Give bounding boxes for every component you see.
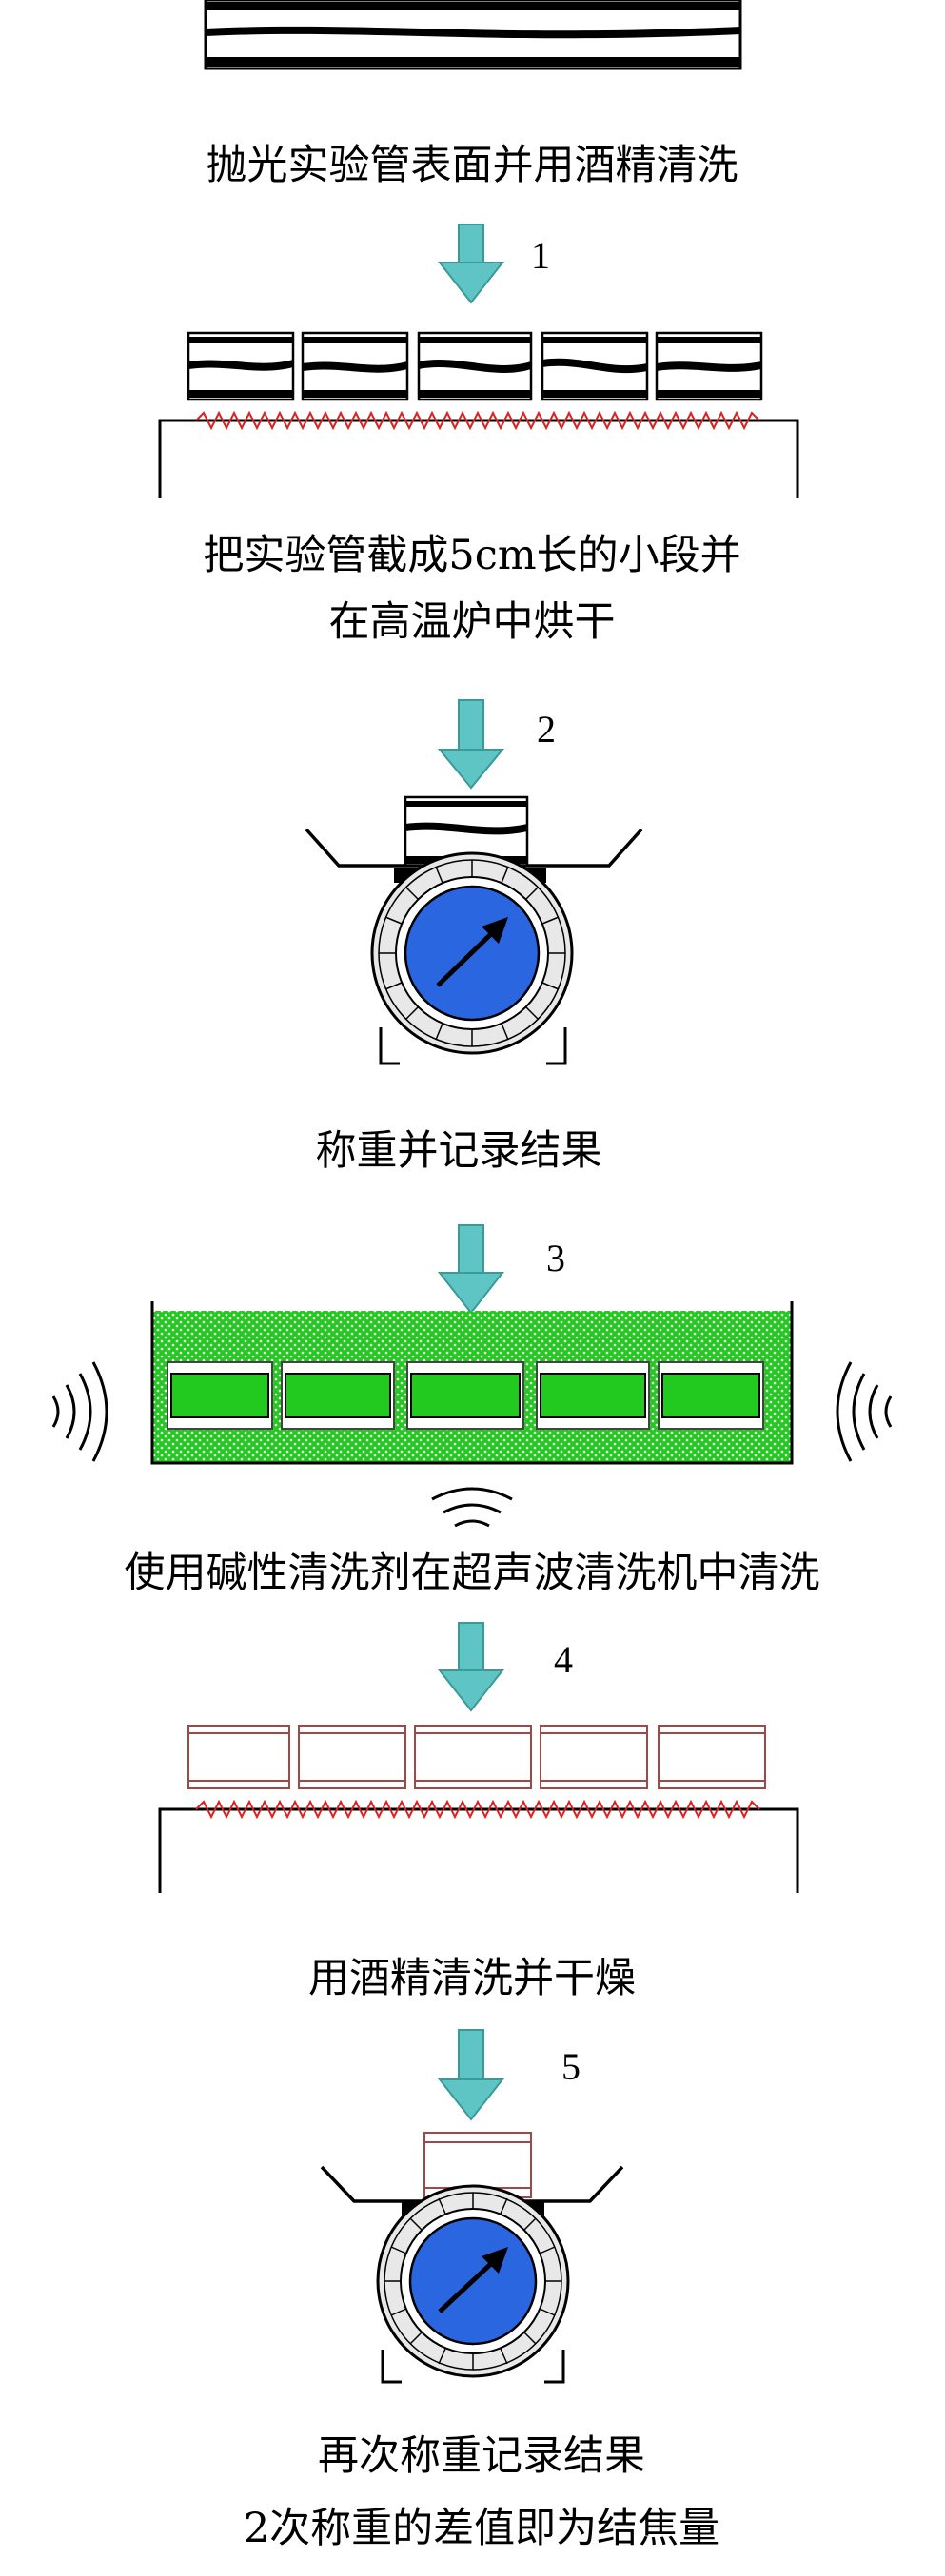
arrow-5-icon [437,2029,505,2121]
arrow-3-icon [437,1224,505,1315]
pipe-segment-icon [298,1725,406,1789]
step2-caption: 称重并记录结果 [316,1127,602,1175]
step4-number: 4 [554,1638,573,1681]
step1-number: 1 [531,234,550,277]
arrow-1-icon [437,224,505,304]
step5-caption-line1: 再次称重记录结果 [318,2432,645,2480]
step5-number: 5 [561,2045,581,2088]
step3-caption: 使用碱性清洗剂在超声波清洗机中清洗 [125,1550,820,1597]
ultrasonic-tank-icon [150,1301,794,1465]
sound-wave-right-icon [836,1361,893,1462]
gauge-needle-icon [436,917,508,987]
pipe-segment-icon [655,331,763,401]
pipe-segment-icon [187,331,295,401]
scale-icon [320,2165,624,2384]
heater-icon [158,1799,799,1893]
pipe-segment-icon [417,331,533,401]
pipe-segment-icon [301,331,409,401]
step1-caption-line1: 把实验管截成5cm长的小段并 [203,532,740,579]
pipe-segment-icon [187,1725,290,1789]
arrow-2-icon [437,699,505,790]
step0-caption: 抛光实验管表面并用酒精清洗 [207,142,738,189]
step1-caption-line2: 在高温炉中烘干 [329,598,616,646]
pipe-segments-dirty [187,331,763,401]
step3-number: 3 [546,1237,565,1279]
sound-wave-left-icon [51,1361,108,1462]
arrow-4-icon [437,1622,505,1712]
step2-number: 2 [537,708,556,751]
pipe-segment-icon [541,331,649,401]
scale-icon [305,828,643,1065]
sound-wave-bottom-icon [431,1487,513,1528]
pipe-segments-clean [187,1725,766,1789]
step4-caption: 用酒精清洗并干燥 [308,1955,636,2002]
pipe-segment-icon [540,1725,648,1789]
step5-caption-line2: 2次称重的差值即为结焦量 [244,2505,719,2552]
gauge-needle-icon [438,2247,508,2313]
pipe-segment-icon [414,1725,532,1789]
pipe-segments-in-tank [167,1361,764,1430]
heater-icon [158,410,799,498]
pipe-segment-icon [658,1725,766,1789]
long-pipe-icon [204,0,742,70]
